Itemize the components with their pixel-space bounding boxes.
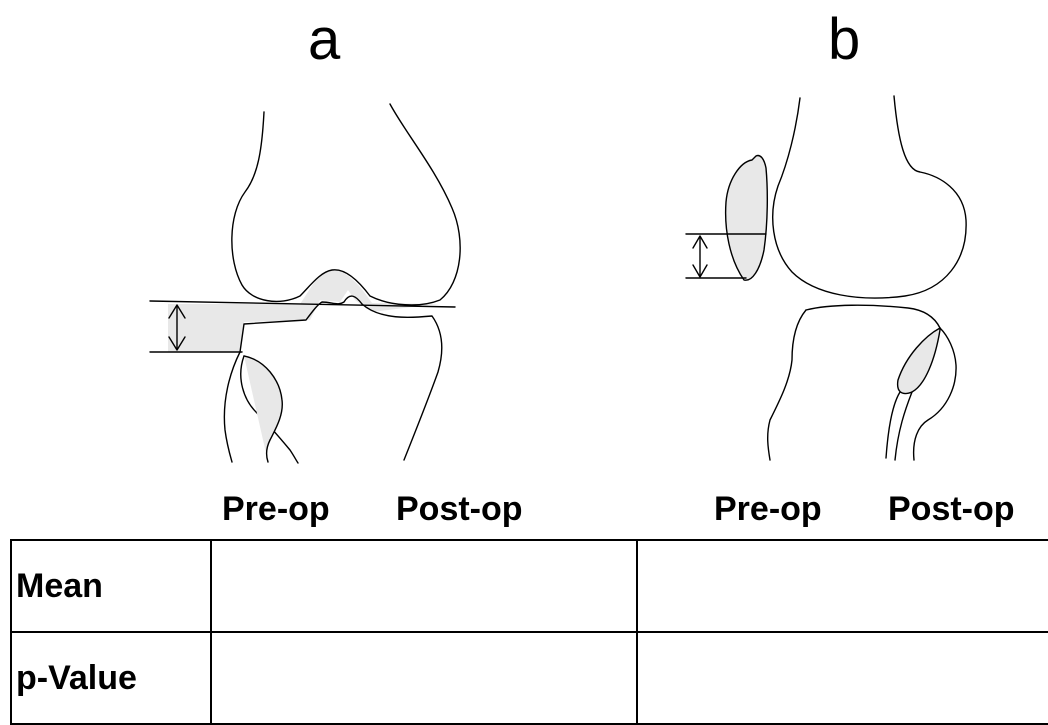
panel-b-preop-heading: Pre-op bbox=[714, 487, 822, 531]
panel-a-postop-heading: Post-op bbox=[396, 487, 523, 531]
fibula-lateral-head bbox=[898, 328, 940, 394]
patella-outline bbox=[726, 156, 768, 281]
lateral-knee-drawing bbox=[686, 96, 966, 460]
pvalue-panel-b-cell bbox=[637, 632, 1048, 724]
row-label-pvalue: p-Value bbox=[11, 632, 211, 724]
mean-panel-a-cell bbox=[211, 540, 637, 632]
table-row-pvalue: p-Value bbox=[11, 632, 1048, 724]
fibula-head bbox=[244, 356, 282, 462]
femur-lateral-outline bbox=[773, 96, 966, 298]
mean-panel-b-cell bbox=[637, 540, 1048, 632]
pvalue-panel-a-cell bbox=[211, 632, 637, 724]
knee-illustrations bbox=[0, 0, 1048, 480]
table-row-mean: Mean bbox=[11, 540, 1048, 632]
frontal-knee-drawing bbox=[150, 104, 460, 463]
row-label-mean: Mean bbox=[11, 540, 211, 632]
tibia-lateral-anterior bbox=[768, 310, 806, 460]
results-table: Mean p-Value bbox=[10, 539, 1048, 725]
panel-a-preop-heading: Pre-op bbox=[222, 487, 330, 531]
tibia-shaft-left bbox=[224, 352, 240, 462]
panel-b-postop-heading: Post-op bbox=[888, 487, 1015, 531]
frontal-joint-space-shading bbox=[168, 270, 440, 352]
fibula-lateral-shaft bbox=[895, 392, 912, 460]
